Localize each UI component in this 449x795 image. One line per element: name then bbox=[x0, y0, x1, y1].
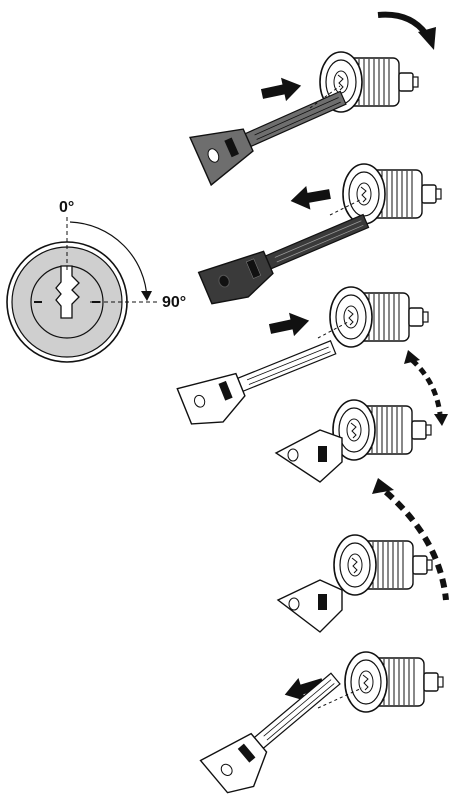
step-3-insert-key bbox=[176, 286, 429, 425]
insert-guide bbox=[309, 85, 341, 109]
angle-start-label: 0° bbox=[59, 199, 74, 216]
withdraw-guide bbox=[317, 687, 363, 709]
step-2-withdraw-key bbox=[197, 163, 442, 305]
key-white-withdrawn bbox=[199, 672, 341, 794]
clockwise-rotation-arrow bbox=[377, 11, 429, 36]
insert-arrow bbox=[259, 73, 304, 106]
dashed-curved-arrow bbox=[384, 489, 449, 601]
key-white-inserted bbox=[274, 429, 343, 483]
key-white bbox=[176, 340, 337, 425]
step-5-key-turned bbox=[276, 478, 449, 633]
step-4-turn-key bbox=[274, 350, 448, 483]
lock-cylinder bbox=[332, 399, 432, 461]
lock-cylinder bbox=[333, 534, 433, 596]
dashed-double-arrow bbox=[410, 358, 443, 415]
key-white-rotated bbox=[276, 579, 343, 633]
key-dark bbox=[189, 90, 347, 187]
curved-arrowhead bbox=[372, 478, 394, 494]
step-6-withdraw-key bbox=[199, 651, 444, 794]
dial-rotation-arc bbox=[69, 221, 148, 300]
key-black bbox=[197, 213, 370, 305]
double-arrowhead-top bbox=[404, 350, 420, 364]
rotation-dial: 0° 90° bbox=[6, 199, 186, 363]
clockwise-arrowhead bbox=[418, 27, 436, 50]
dial-keyway bbox=[55, 265, 80, 319]
double-arrowhead-bottom bbox=[434, 414, 448, 426]
dial-arc-arrowhead bbox=[141, 291, 152, 301]
step-1-insert-key bbox=[189, 11, 436, 187]
lock-cylinder bbox=[329, 286, 429, 348]
insert-arrow bbox=[267, 308, 312, 341]
lock-cylinder bbox=[342, 163, 442, 225]
withdraw-arrow bbox=[288, 182, 333, 213]
angle-end-label: 90° bbox=[162, 294, 186, 311]
lock-cylinder bbox=[344, 651, 444, 713]
